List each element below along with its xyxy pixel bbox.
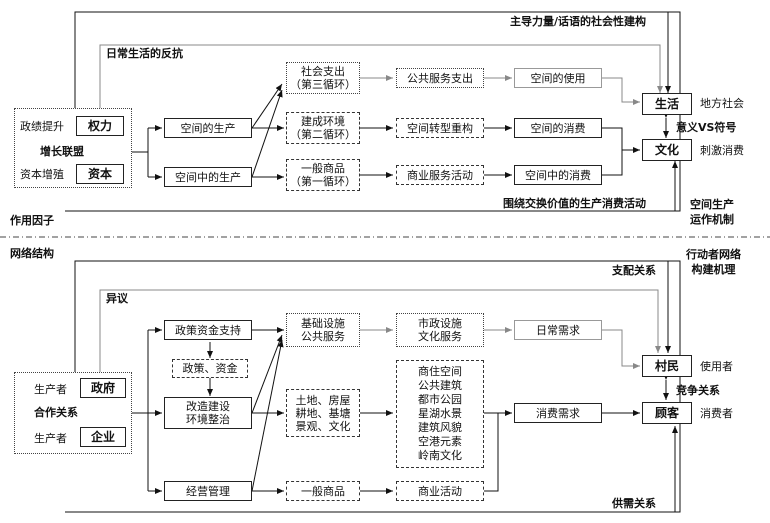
commercial-service-box: 商业服务活动 bbox=[396, 165, 484, 185]
life-box: 生活 bbox=[642, 93, 692, 115]
public-service-expense-box: 公共服务支出 bbox=[396, 68, 484, 88]
consumption-of-space-box: 空间的消费 bbox=[514, 118, 602, 138]
capital-box: 资本 bbox=[76, 164, 124, 184]
label-space-mechanism: 空间生产 运作机制 bbox=[690, 198, 734, 226]
label-exchange-value: 围绕交换价值的生产消费活动 bbox=[503, 197, 646, 210]
label-supply-demand: 供需关系 bbox=[612, 497, 656, 510]
label-network-structure: 网络结构 bbox=[10, 247, 54, 260]
space-features-box: 商住空间 公共建筑 都市公园 星湖水景 建筑风貌 空港元素 岭南文化 bbox=[396, 360, 484, 468]
policy-support-box: 政策资金支持 bbox=[164, 320, 252, 340]
label-growth-alliance: 增长联盟 bbox=[40, 145, 84, 158]
enterprise-box: 企业 bbox=[80, 427, 126, 447]
label-stimulated-consumption: 刺激消费 bbox=[700, 144, 744, 157]
arrow-objection bbox=[99, 289, 661, 378]
label-dominance: 支配关系 bbox=[612, 264, 656, 277]
label-cooperation: 合作关系 bbox=[34, 406, 78, 419]
label-capital-growth: 资本增殖 bbox=[20, 168, 64, 181]
municipal-box: 市政设施 文化服务 bbox=[396, 313, 484, 347]
second-circuit-box: 建成环境 （第二循环） bbox=[286, 112, 360, 144]
label-action-factors: 作用因子 bbox=[10, 214, 54, 227]
renovation-box: 改造建设 环境整治 bbox=[164, 397, 252, 429]
policy-funds-box: 政策、资金 bbox=[172, 359, 248, 378]
label-daily-resistance: 日常生活的反抗 bbox=[106, 47, 183, 60]
daily-demand-box: 日常需求 bbox=[514, 320, 602, 340]
infrastructure-box: 基础设施 公共服务 bbox=[286, 313, 360, 347]
label-producer-1: 生产者 bbox=[34, 383, 67, 396]
production-of-space-box: 空间的生产 bbox=[164, 118, 252, 138]
land-resources-box: 土地、房屋 耕地、基塘 景观、文化 bbox=[286, 389, 360, 437]
label-competition: 竞争关系 bbox=[676, 384, 720, 397]
power-box: 权力 bbox=[76, 116, 124, 136]
label-meaning-vs-symbol: 意义VS符号 bbox=[676, 121, 737, 134]
first-circuit-box: 一般商品 （第一循环） bbox=[286, 159, 360, 191]
label-network-mechanism: 行动者网络 构建机理 bbox=[686, 248, 741, 276]
label-objection: 异议 bbox=[106, 292, 128, 305]
production-in-space-box: 空间中的生产 bbox=[164, 167, 252, 187]
consumption-in-space-box: 空间中的消费 bbox=[514, 165, 602, 185]
label-political-achievement: 政绩提升 bbox=[20, 120, 64, 133]
arrow-daily-resistance bbox=[99, 44, 663, 108]
commercial-activity-box: 商业活动 bbox=[396, 481, 484, 501]
third-circuit-box: 社会支出 （第三循环） bbox=[286, 62, 360, 94]
operation-box: 经营管理 bbox=[164, 481, 252, 501]
consumption-demand-box: 消费需求 bbox=[514, 403, 602, 423]
government-box: 政府 bbox=[80, 378, 126, 398]
label-social-construction: 主导力量/话语的社会性建构 bbox=[510, 15, 647, 28]
villager-box: 村民 bbox=[642, 355, 692, 377]
bottom-frame-line bbox=[65, 260, 681, 513]
space-transform-box: 空间转型重构 bbox=[396, 118, 484, 138]
label-local-society: 地方社会 bbox=[700, 97, 744, 110]
general-goods-box: 一般商品 bbox=[286, 481, 360, 501]
label-user: 使用者 bbox=[700, 360, 733, 373]
label-producer-2: 生产者 bbox=[34, 432, 67, 445]
use-of-space-box: 空间的使用 bbox=[514, 68, 602, 88]
culture-box: 文化 bbox=[642, 139, 692, 161]
label-consumer: 消费者 bbox=[700, 407, 733, 420]
customer-box: 顾客 bbox=[642, 402, 692, 424]
